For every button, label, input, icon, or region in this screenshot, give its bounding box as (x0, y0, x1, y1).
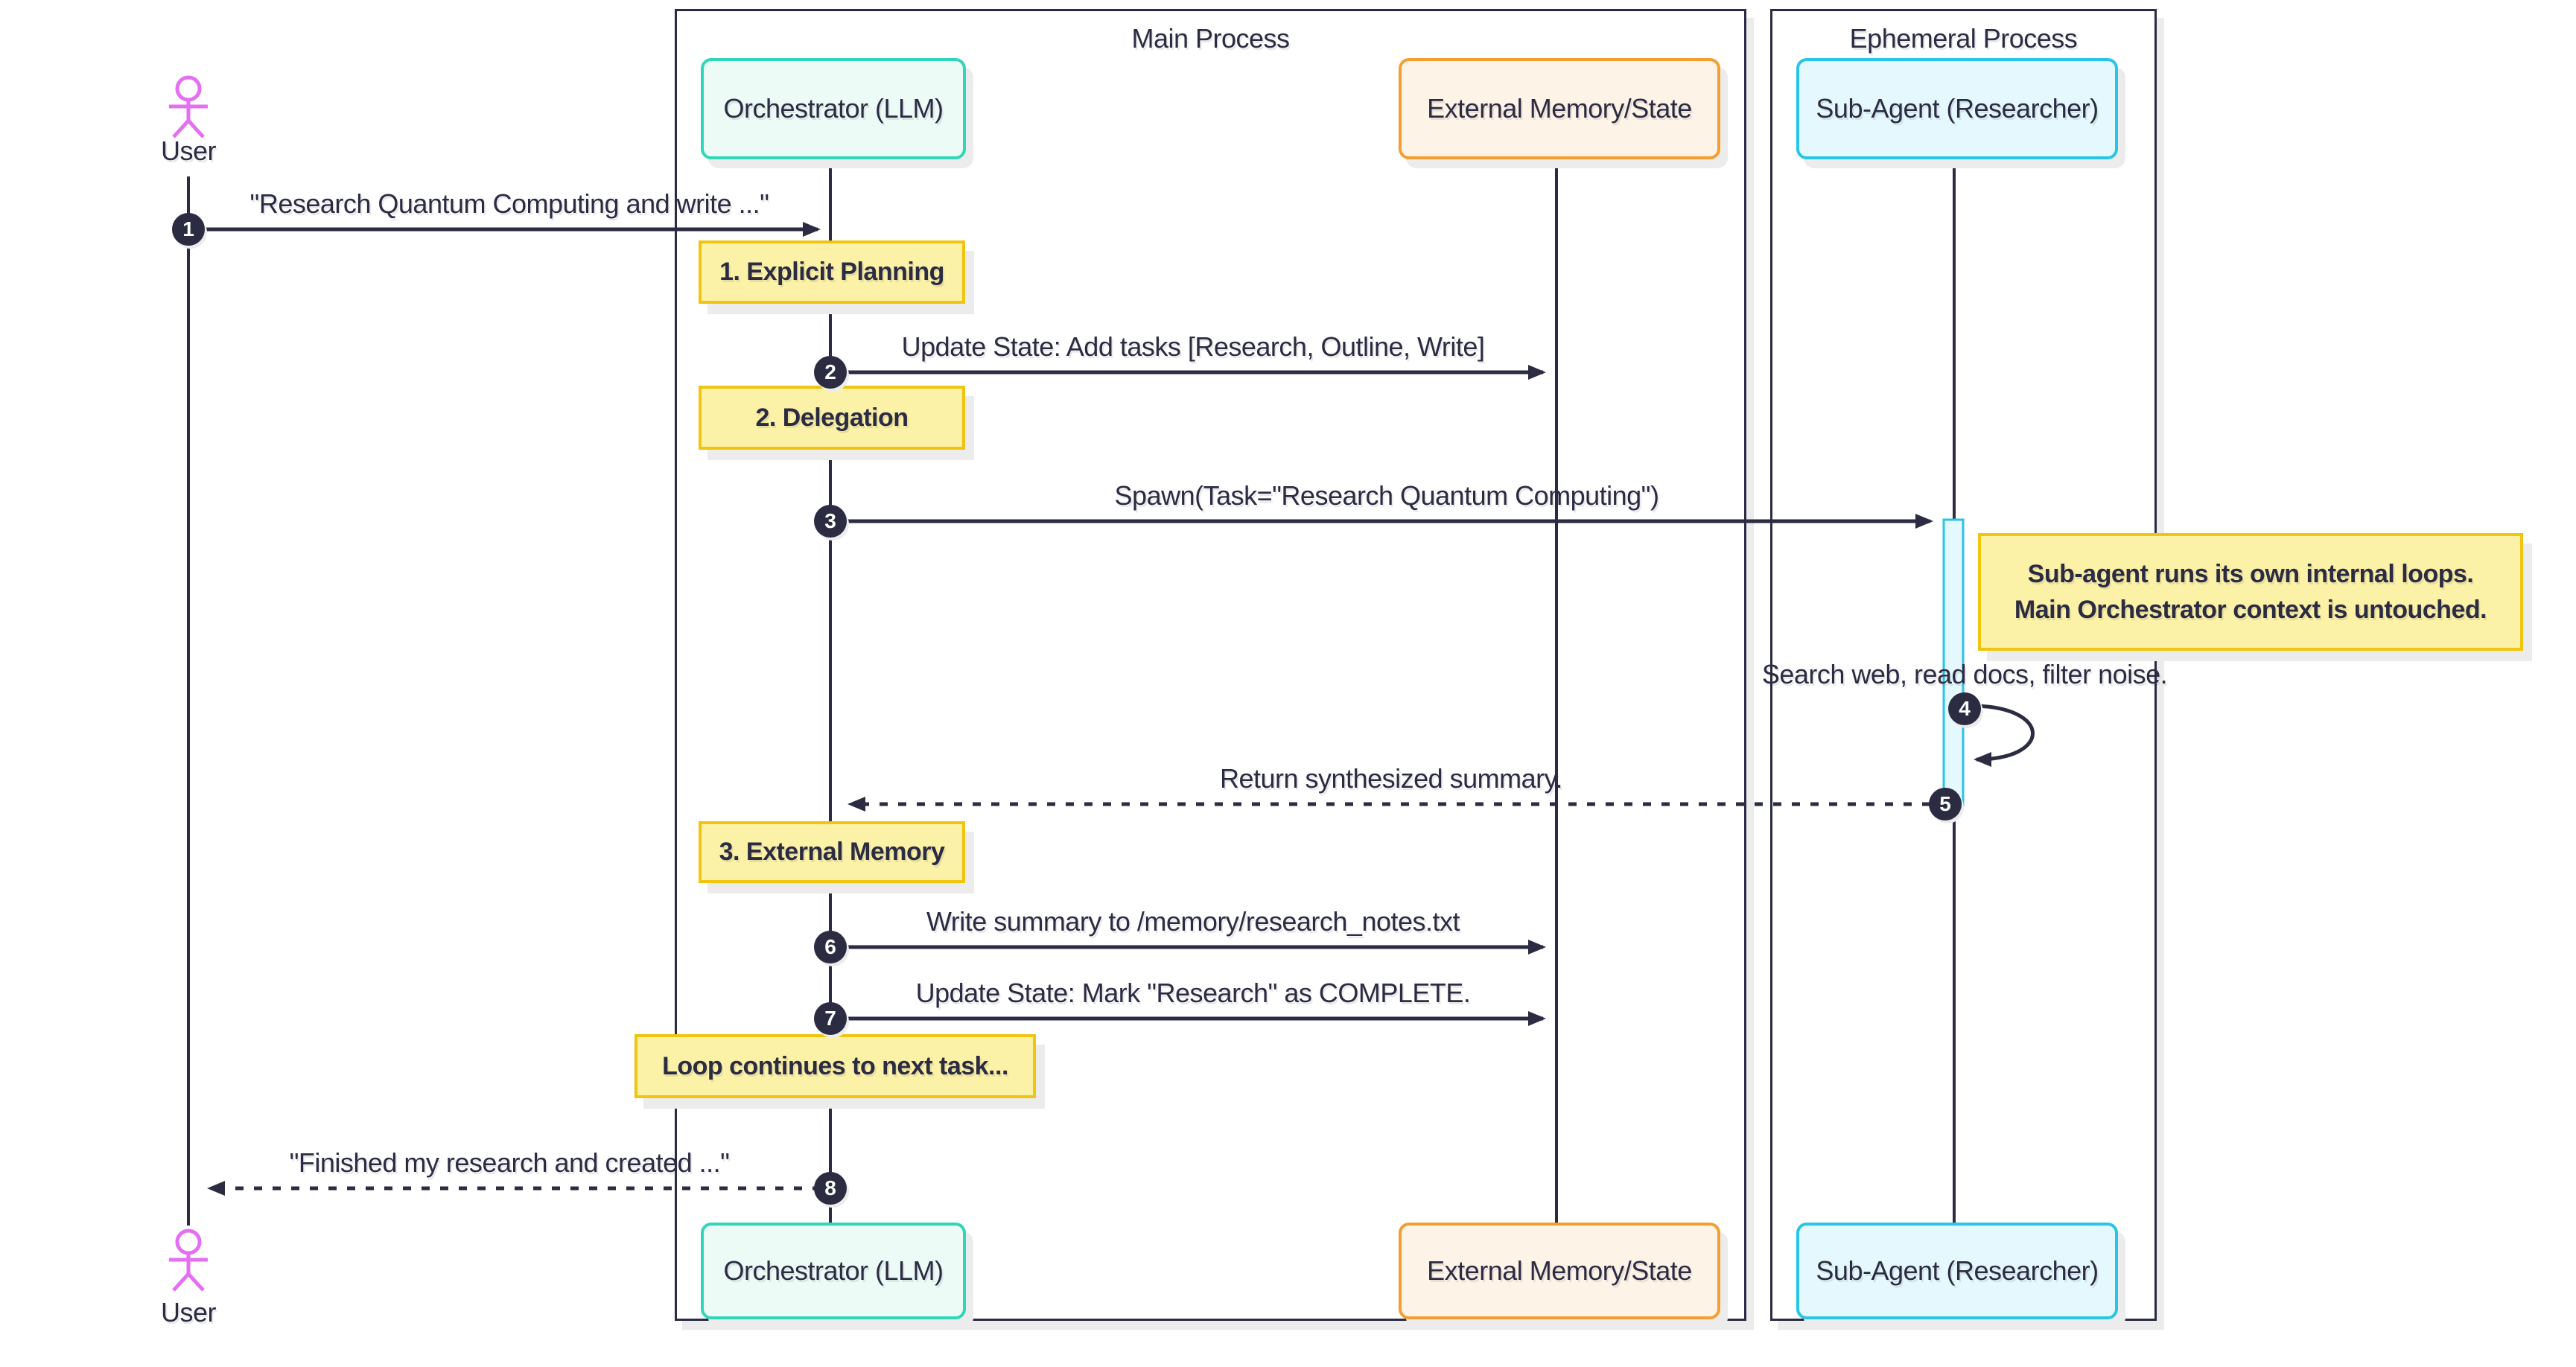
note-subagent-loops: Sub-agent runs its own internal loops. M… (1978, 533, 2523, 651)
user-figure-body (169, 100, 208, 138)
subagent-label: Sub-Agent (Researcher) (1816, 1255, 2099, 1286)
message-3-label: Spawn(Task="Research Quantum Computing") (1114, 480, 1659, 511)
message-arrows (188, 222, 2035, 1196)
note-text-line1: Sub-agent runs its own internal loops. (2027, 560, 2474, 588)
note-loop-continues: Loop continues to next task... (635, 1034, 1036, 1098)
orchestrator-label: Orchestrator (LLM) (723, 93, 944, 124)
memory-label: External Memory/State (1427, 1255, 1692, 1286)
message-1-label: "Research Quantum Computing and write ..… (249, 188, 769, 219)
note-delegation: 2. Delegation (699, 386, 965, 450)
user-actor-figure-bottom (169, 1229, 208, 1292)
seq-badge-5: 5 (1929, 788, 1962, 820)
user-figure-head (175, 1229, 202, 1255)
message-6-label: Write summary to /memory/research_notes.… (926, 906, 1460, 937)
seq-badge-3: 3 (814, 505, 847, 538)
user-figure-body (169, 1253, 208, 1292)
message-4-label: Search web, read docs, filter noise. (1761, 659, 2168, 689)
note-text: Loop continues to next task... (662, 1051, 1008, 1080)
arrow-msg4-self-loop (1970, 704, 2035, 767)
note-text: 2. Delegation (755, 403, 909, 432)
subagent-label: Sub-Agent (Researcher) (1816, 93, 2099, 124)
orchestrator-label: Orchestrator (LLM) (723, 1255, 944, 1286)
seq-badge-2: 2 (814, 356, 847, 389)
message-7-label: Update State: Mark "Research" as COMPLET… (915, 978, 1471, 1008)
seq-badge-8: 8 (814, 1172, 847, 1205)
orchestrator-box-top: Orchestrator (LLM) (701, 58, 966, 159)
main-process-frame: Main Process (675, 9, 1746, 1321)
seq-badge-1: 1 (172, 213, 205, 246)
message-8-label: "Finished my research and created ..." (289, 1147, 730, 1178)
memory-label: External Memory/State (1427, 93, 1692, 124)
memory-box-bottom: External Memory/State (1399, 1223, 1720, 1319)
subagent-box-bottom: Sub-Agent (Researcher) (1796, 1223, 2118, 1319)
user-label-top: User (160, 136, 217, 166)
message-2-label: Update State: Add tasks [Research, Outli… (901, 331, 1485, 362)
note-text: 1. Explicit Planning (719, 258, 944, 286)
seq-badge-7: 7 (814, 1002, 847, 1035)
message-5-label: Return synthesized summary. (1219, 763, 1563, 794)
user-label-bottom: User (160, 1297, 217, 1328)
ephemeral-process-title: Ephemeral Process (1849, 23, 2078, 54)
user-actor-figure-top (169, 75, 208, 138)
user-figure-head (175, 75, 202, 102)
memory-box-top: External Memory/State (1399, 58, 1720, 159)
note-explicit-planning: 1. Explicit Planning (699, 240, 965, 304)
note-external-memory: 3. External Memory (699, 821, 965, 883)
seq-badge-4: 4 (1948, 692, 1981, 725)
note-text-line2: Main Orchestrator context is untouched. (2014, 596, 2487, 624)
subagent-box-top: Sub-Agent (Researcher) (1796, 58, 2118, 159)
note-text: 3. External Memory (719, 838, 945, 866)
main-process-title: Main Process (1131, 23, 1290, 54)
seq-badge-6: 6 (814, 931, 847, 963)
orchestrator-box-bottom: Orchestrator (LLM) (701, 1223, 966, 1319)
